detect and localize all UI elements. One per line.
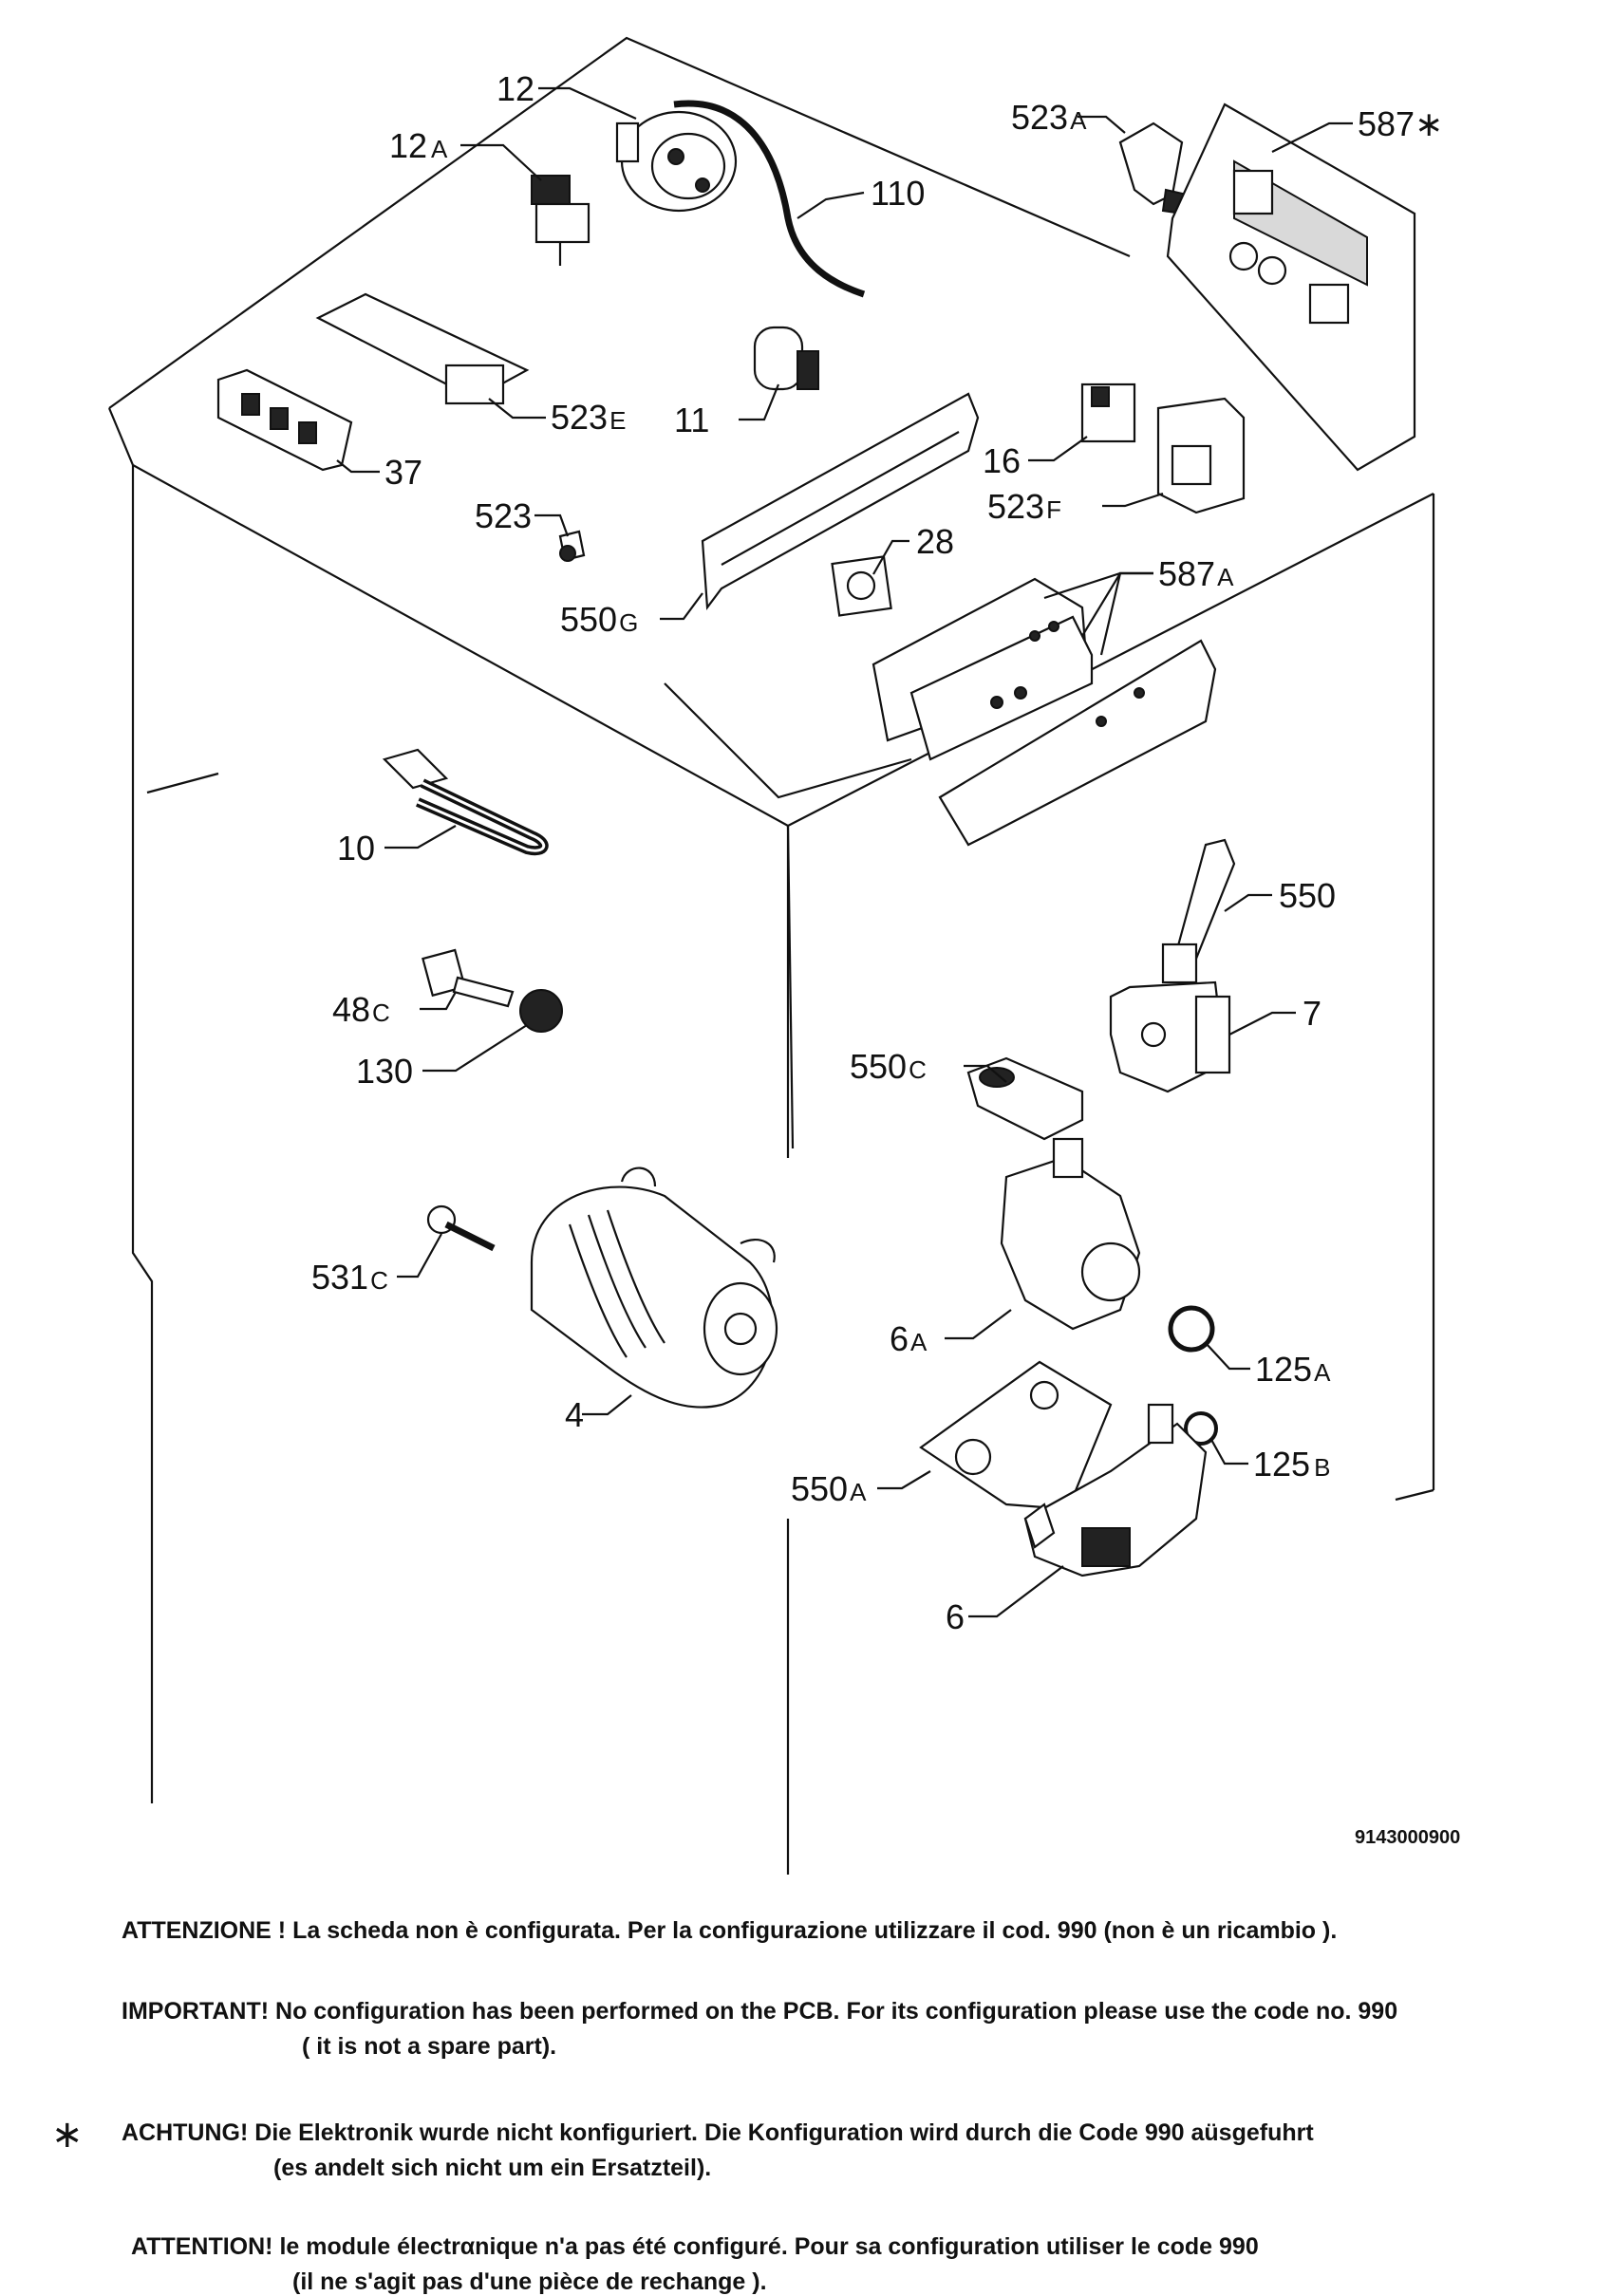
label-16: 16 bbox=[983, 441, 1021, 480]
note-french-1: ATTENTION! le module électrαnique n'a pa… bbox=[131, 2233, 1259, 2260]
capacitor-part bbox=[753, 326, 819, 391]
label-6a: 6A bbox=[890, 1319, 928, 1358]
note-german-2: (es andelt sich nicht um ein Ersatzteil)… bbox=[273, 2155, 712, 2181]
drawing-number: 9143000900 bbox=[1355, 1827, 1460, 1848]
heater-part bbox=[382, 748, 549, 856]
sensor-part bbox=[422, 948, 515, 1008]
pcb-boards-a-part bbox=[872, 577, 1217, 847]
label-28: 28 bbox=[916, 522, 954, 561]
label-550g: 550G bbox=[560, 600, 638, 639]
terminal-block-part bbox=[216, 368, 353, 472]
lever-part bbox=[1161, 838, 1236, 984]
pressure-switch-a-part bbox=[531, 175, 590, 266]
label-7: 7 bbox=[1303, 994, 1321, 1033]
exploded-parts-diagram: 12 12A 110 523A 587∗ 523E 11 37 16 523 2… bbox=[107, 36, 1460, 1875]
label-531c: 531C bbox=[311, 1258, 388, 1297]
label-523a: 523A bbox=[1011, 98, 1087, 137]
note-french-2: (il ne s'agit pas d'une pièce de rechang… bbox=[292, 2268, 767, 2295]
label-12: 12 bbox=[497, 69, 534, 108]
profile-g-part bbox=[701, 392, 980, 611]
label-550: 550 bbox=[1279, 876, 1336, 915]
label-4: 4 bbox=[565, 1395, 584, 1434]
label-587a: 587A bbox=[1158, 554, 1234, 593]
label-125a: 125A bbox=[1255, 1350, 1331, 1389]
pressure-switch-part bbox=[615, 110, 738, 213]
label-110: 110 bbox=[871, 174, 925, 213]
pad-a-part bbox=[919, 1360, 1113, 1511]
door-lock-part bbox=[1109, 980, 1231, 1093]
switch-part bbox=[1080, 383, 1136, 443]
pump-part bbox=[1023, 1403, 1208, 1577]
ring-b-part bbox=[1184, 1411, 1218, 1446]
pcb-main-part bbox=[1166, 103, 1416, 472]
clip-a-part bbox=[1118, 121, 1189, 215]
leader-lines bbox=[336, 86, 1353, 1618]
ring-a-part bbox=[1168, 1305, 1215, 1353]
label-37: 37 bbox=[384, 453, 422, 492]
label-130: 130 bbox=[356, 1052, 413, 1091]
asterisk-marker: ∗ bbox=[51, 2114, 84, 2156]
label-6: 6 bbox=[946, 1597, 965, 1636]
label-550a: 550A bbox=[791, 1469, 867, 1508]
cover-c-part bbox=[966, 1056, 1084, 1141]
label-587-star: 587∗ bbox=[1358, 104, 1443, 143]
tube-part bbox=[673, 100, 866, 298]
nut-part bbox=[519, 989, 563, 1033]
label-523f: 523F bbox=[987, 487, 1061, 526]
note-italian: ATTENZIONE ! La scheda non è configurata… bbox=[122, 1917, 1338, 1944]
note-english-2: ( it is not a spare part). bbox=[302, 2033, 557, 2060]
module-f-part bbox=[1156, 397, 1246, 514]
motor-part bbox=[530, 1167, 778, 1409]
label-523: 523 bbox=[475, 496, 532, 535]
label-523e: 523E bbox=[551, 398, 626, 437]
label-10: 10 bbox=[337, 829, 375, 868]
pump-housing-part bbox=[1000, 1137, 1141, 1331]
clip-part bbox=[558, 530, 586, 562]
note-german-1: ACHTUNG! Die Elektronik wurde nicht konf… bbox=[122, 2119, 1314, 2146]
gasket-part bbox=[831, 555, 892, 617]
label-550c: 550C bbox=[850, 1047, 927, 1086]
bracket-e-part bbox=[315, 292, 530, 405]
screw-part bbox=[426, 1204, 496, 1252]
label-11: 11 bbox=[674, 401, 709, 439]
label-48c: 48C bbox=[332, 990, 390, 1029]
note-english-1: IMPORTANT! No configuration has been per… bbox=[122, 1998, 1398, 2025]
cabinet-outline bbox=[107, 36, 1435, 1875]
